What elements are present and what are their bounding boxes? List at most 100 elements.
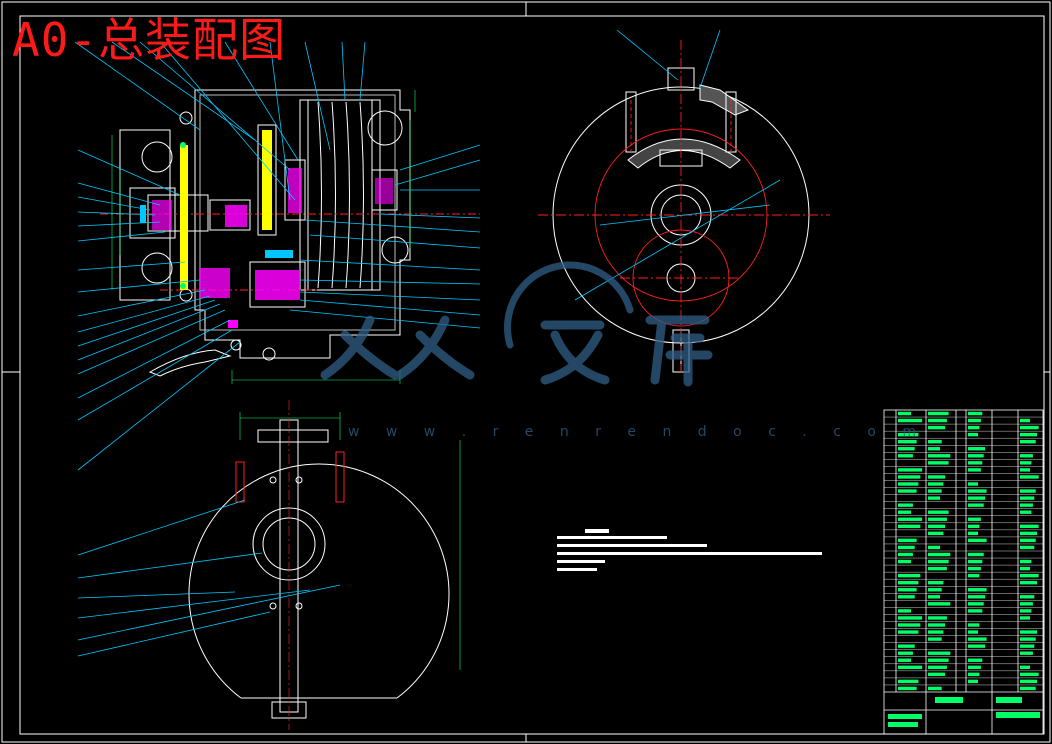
parts-list-cell <box>1020 425 1039 430</box>
technical-notes <box>557 529 822 571</box>
parts-list-cell <box>898 432 919 437</box>
parts-list-cell <box>928 489 942 493</box>
parts-list-cell <box>1020 644 1035 648</box>
parts-list-cell <box>968 595 986 599</box>
parts-list-cell <box>1020 651 1033 655</box>
parts-list-cell <box>1020 595 1035 599</box>
parts-list-cell <box>898 447 915 451</box>
parts-list-cell <box>928 588 942 592</box>
parts-list-cell <box>928 440 942 444</box>
parts-list-cell <box>898 658 911 662</box>
parts-list-cell <box>898 595 915 599</box>
parts-list-cell <box>928 531 944 536</box>
parts-list-cell <box>898 581 919 585</box>
parts-list-cell <box>968 517 981 521</box>
parts-list-cell <box>968 524 980 528</box>
parts-list-cell <box>1020 672 1039 677</box>
parts-list-cell <box>928 552 951 557</box>
drawing-title: A0-总装配图 <box>12 13 287 67</box>
parts-list-cell <box>968 623 980 627</box>
parts-list-cell <box>928 602 951 606</box>
parts-list-cell <box>928 475 946 479</box>
parts-list-cell <box>898 630 919 634</box>
parts-list-cell <box>898 411 911 416</box>
parts-list-cell <box>968 461 983 465</box>
parts-list-cell <box>898 686 917 691</box>
parts-list-cell <box>898 418 923 423</box>
parts-list-cell <box>1020 566 1030 571</box>
parts-list-cell <box>898 573 921 578</box>
parts-list-cell <box>968 672 980 677</box>
parts-list-cell <box>968 503 984 507</box>
parts-list-cell <box>1020 559 1032 564</box>
parts-list-cells <box>898 411 1039 691</box>
parts-list-cell <box>898 552 913 557</box>
parts-list-cell <box>1020 454 1033 458</box>
parts-list-cell <box>928 630 944 634</box>
parts-list-cell <box>1020 503 1033 507</box>
front-view-dimensions <box>111 90 416 384</box>
parts-list-cell <box>928 637 942 641</box>
parts-list-cell <box>968 489 987 493</box>
parts-list-cell <box>968 658 983 662</box>
watermark-logo <box>320 261 713 387</box>
parts-list-cell <box>898 644 915 648</box>
parts-list-cell <box>1020 489 1036 493</box>
parts-list-cell <box>1020 602 1033 606</box>
parts-list-cell <box>1020 468 1030 472</box>
parts-list-cell <box>968 665 981 669</box>
parts-list-cell <box>928 510 949 514</box>
parts-list-cell <box>1020 609 1032 613</box>
parts-list-cell <box>898 545 915 550</box>
parts-list-cell <box>1020 496 1035 500</box>
parts-list-cell <box>928 595 940 599</box>
parts-list-cell <box>928 665 947 669</box>
parts-list-rows <box>884 416 1043 686</box>
parts-list-cell <box>898 559 911 564</box>
parts-list-cell <box>1020 440 1036 444</box>
parts-list-cell <box>898 616 923 620</box>
parts-list-cell <box>898 503 913 507</box>
parts-list-cell <box>1020 510 1032 514</box>
front-view-leaders <box>74 41 481 471</box>
parts-list-cell <box>968 559 983 564</box>
parts-list-cell <box>898 609 911 613</box>
parts-list-cell <box>928 454 951 458</box>
parts-list-cell <box>928 517 947 521</box>
parts-list-cell <box>928 418 947 423</box>
parts-list-cell <box>1020 432 1038 437</box>
parts-list-cell <box>1020 581 1038 585</box>
parts-list-cell <box>928 461 949 465</box>
parts-list-cell <box>1020 686 1036 691</box>
parts-list-cell <box>1020 545 1035 550</box>
parts-list-cell <box>968 425 980 430</box>
parts-list-cell <box>898 475 921 479</box>
parts-list-cell <box>968 566 981 571</box>
parts-list-cell <box>928 411 949 416</box>
parts-list-cell <box>928 658 949 662</box>
parts-list-cell <box>928 447 940 451</box>
parts-list-cell <box>968 482 978 486</box>
parts-list-cell <box>928 581 944 585</box>
parts-list-cell <box>928 623 946 627</box>
parts-list-cell <box>1020 531 1038 536</box>
parts-list-cell <box>928 566 947 571</box>
parts-list-cell <box>968 588 987 592</box>
parts-list-cell <box>928 482 944 486</box>
parts-list-cell <box>1020 637 1036 641</box>
parts-list-cell <box>928 616 947 620</box>
parts-list-cell <box>928 524 946 528</box>
watermark-url: w w w . r e n r e n d o c . c o m <box>348 424 927 440</box>
parts-list-cell <box>968 609 983 613</box>
parts-list-cell <box>1020 665 1030 669</box>
top-view-dimensions <box>239 400 461 730</box>
parts-list-cell <box>968 531 978 536</box>
parts-list-cell <box>928 686 942 691</box>
top-view-leaders <box>77 499 341 657</box>
parts-list-cell <box>968 637 987 641</box>
parts-list-cell <box>968 411 983 416</box>
parts-list-cell <box>898 588 917 592</box>
parts-list-cell <box>968 468 981 472</box>
